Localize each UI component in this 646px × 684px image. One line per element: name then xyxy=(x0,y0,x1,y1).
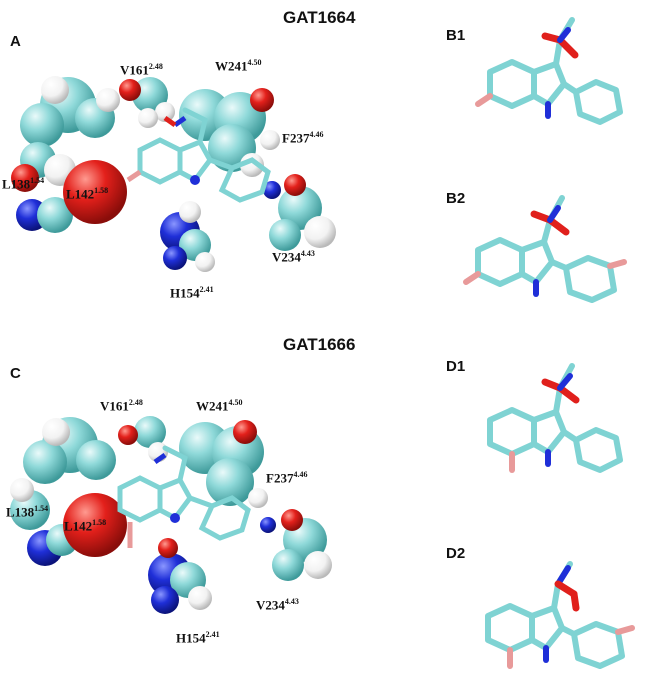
panel-label-b1: B1 xyxy=(446,27,466,44)
residue-label-v234-a: V2344.43 xyxy=(272,249,315,265)
residue-label-v234-c: V2344.43 xyxy=(256,597,299,613)
panel-label-d1: D1 xyxy=(446,358,466,375)
panel-c-pocket xyxy=(10,416,332,614)
panel-label-d2: D2 xyxy=(446,545,466,562)
residue-label-w241-c: W2414.50 xyxy=(196,398,243,414)
ligand-b2 xyxy=(463,195,627,303)
panel-label-b2: B2 xyxy=(446,190,466,207)
residue-label-f237-c: F2374.46 xyxy=(266,470,308,486)
residue-label-l138-c: L1381.54 xyxy=(6,504,49,520)
residue-label-l142-a: L1421.58 xyxy=(66,186,109,202)
panel-label-c: C xyxy=(10,365,21,382)
residue-label-l138-a: L1381.54 xyxy=(2,176,45,192)
panel-a-pocket xyxy=(11,76,336,272)
ligand-b1 xyxy=(475,17,623,125)
ligand-d1 xyxy=(487,363,623,473)
residue-label-h154-c: H1542.41 xyxy=(176,630,220,646)
title-gat1666: GAT1666 xyxy=(283,335,356,354)
residue-label-f237-a: F2374.46 xyxy=(282,130,324,146)
ligand-d2 xyxy=(485,561,635,669)
residue-label-l142-c: L1421.58 xyxy=(64,518,107,534)
title-gat1664: GAT1664 xyxy=(283,8,356,27)
residue-label-w241-a: W2414.50 xyxy=(215,58,262,74)
panel-label-a: A xyxy=(10,33,21,50)
residue-label-v161-c: V1612.48 xyxy=(100,398,143,414)
residue-label-h154-a: H1542.41 xyxy=(170,285,214,301)
residue-label-v161-a: V1612.48 xyxy=(120,62,163,78)
